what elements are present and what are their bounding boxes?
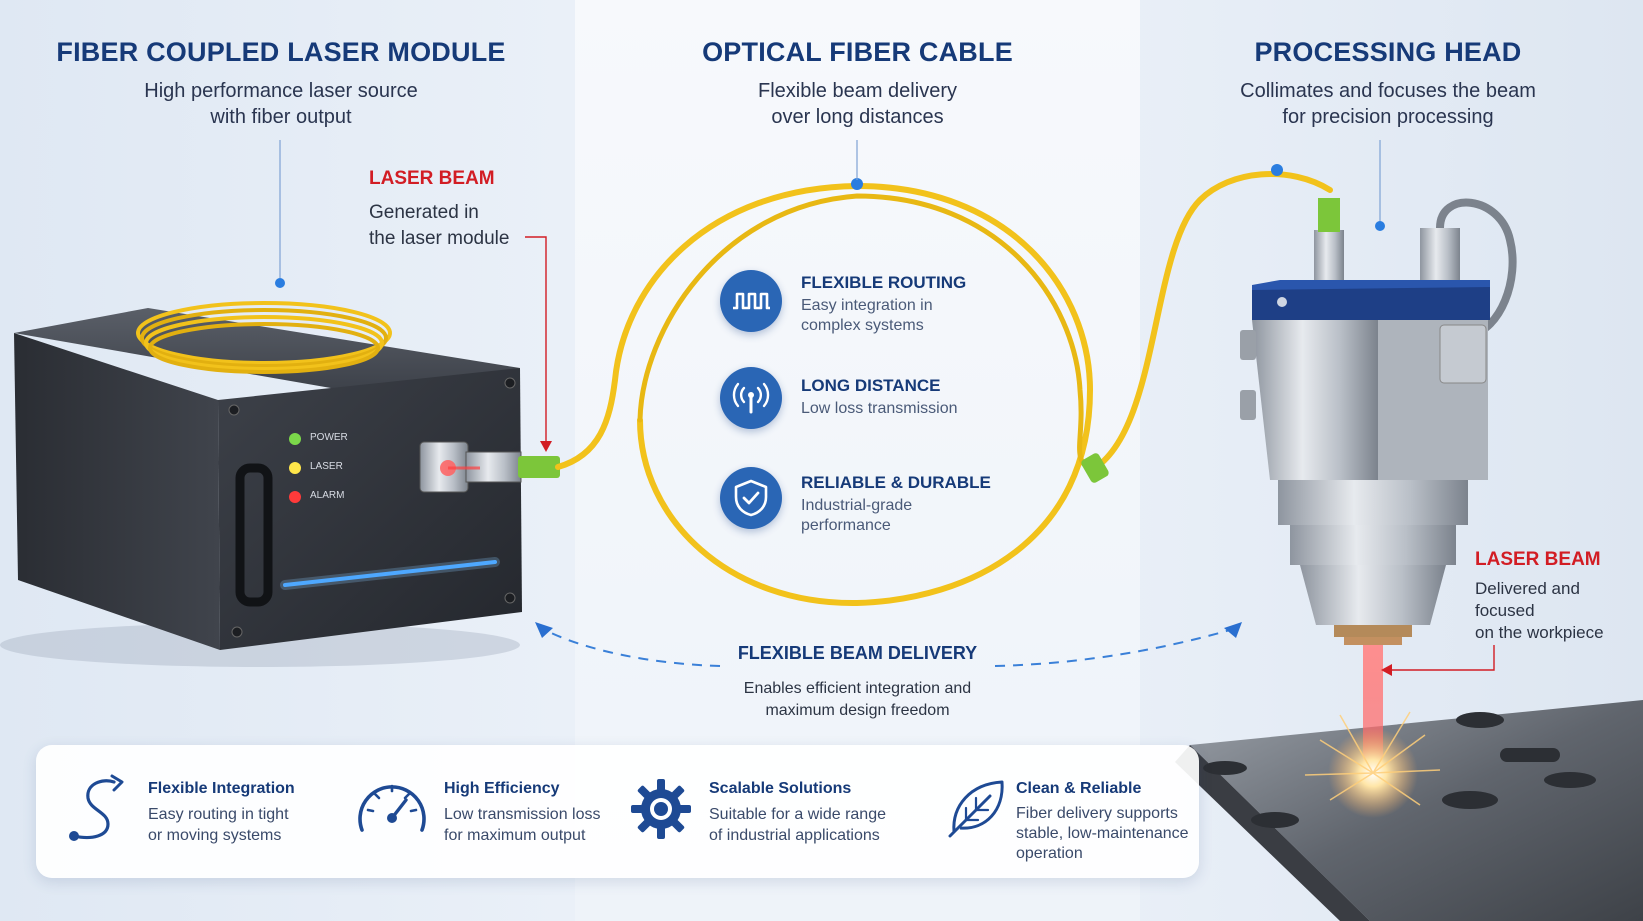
flexible-routing-line1: Easy integration in	[801, 297, 933, 314]
laser-module-title: FIBER COUPLED LASER MODULE	[56, 37, 506, 67]
power-led-label: POWER	[310, 432, 348, 443]
long-distance-title: LONG DISTANCE	[801, 376, 941, 395]
laser-module-subtitle-line2: with fiber output	[210, 106, 352, 128]
workpiece-plate	[1175, 700, 1643, 921]
power-led	[289, 433, 301, 445]
alarm-led-label: ALARM	[310, 490, 345, 501]
laser-beam-delivered-line1: Delivered and focused	[1475, 579, 1580, 620]
laser-beam-generated-line2: the laser module	[369, 228, 510, 249]
alarm-led	[289, 491, 301, 503]
benefit-efficiency-line2: for maximum output	[444, 827, 586, 844]
reliable-durable-badge	[720, 467, 782, 529]
benefit-scalable-title: Scalable Solutions	[709, 780, 852, 797]
processing-head	[1240, 198, 1517, 645]
delivery-arrows	[544, 629, 1231, 667]
fiber-end-marker-dot	[1271, 164, 1283, 176]
fiber-cable-subtitle-line2: over long distances	[771, 106, 944, 128]
benefit-efficiency-line1: Low transmission loss	[444, 806, 601, 823]
benefit-efficiency-title: High Efficiency	[444, 780, 560, 797]
reliable-durable-text: Industrial-grade performance	[801, 496, 912, 536]
processing-head-title: PROCESSING HEAD	[1254, 37, 1522, 67]
benefit-scalable-line2: of industrial applications	[709, 827, 880, 844]
laser-module-subtitle-line1: High performance laser source	[144, 80, 418, 102]
benefit-clean-line1: Fiber delivery supports	[1016, 805, 1178, 822]
benefit-integration-title: Flexible Integration	[148, 780, 295, 797]
laser-led-label: LASER	[310, 461, 343, 472]
laser-beam-generated-line1: Generated in	[369, 202, 479, 223]
processing-head-subtitle-line2: for precision processing	[1282, 106, 1494, 128]
shield-check-icon	[734, 479, 768, 517]
benefit-integration-line1: Easy routing in tight	[148, 806, 289, 823]
laser-beam-delivered-line2: on the workpiece	[1475, 623, 1604, 642]
fiber-marker-dot	[851, 178, 863, 190]
beam-delivery-line1: Enables efficient integration and	[743, 680, 972, 697]
gauge-icon	[358, 784, 426, 832]
laser-beam-delivered-text: Delivered and focused on the workpiece	[1475, 578, 1643, 644]
benefit-clean-title: Clean & Reliable	[1016, 780, 1142, 797]
benefit-integration-line2: or moving systems	[148, 827, 282, 844]
long-distance-line1: Low loss transmission	[801, 400, 958, 417]
benefit-scalable-text: Suitable for a wide range of industrial …	[709, 804, 886, 846]
gear-icon	[631, 779, 691, 839]
benefit-integration-text: Easy routing in tight or moving systems	[148, 804, 289, 846]
beam-delivery-line2: maximum design freedom	[765, 702, 950, 719]
routing-path-icon	[69, 774, 124, 841]
reliable-durable-line2: performance	[801, 517, 891, 534]
laser-module-subtitle: High performance laser source with fiber…	[40, 78, 522, 130]
flexible-routing-title: FLEXIBLE ROUTING	[801, 273, 967, 292]
fiber-cable-title: OPTICAL FIBER CABLE	[702, 37, 1013, 67]
leader-lines	[275, 140, 1495, 676]
processing-head-subtitle: Collimates and focuses the beam for prec…	[1148, 78, 1628, 130]
sparks	[1304, 711, 1441, 806]
benefits-bar	[36, 745, 1199, 878]
leaf-icon	[948, 780, 1004, 838]
reliable-durable-line1: Industrial-grade	[801, 497, 913, 514]
benefit-clean-text: Fiber delivery supports stable, low-main…	[1016, 804, 1189, 864]
reliable-durable-title: RELIABLE & DURABLE	[801, 473, 991, 492]
arrow-left-head	[535, 622, 553, 638]
benefit-clean-line2: stable, low-maintenance	[1016, 825, 1189, 842]
flexible-routing-line2: complex systems	[801, 317, 924, 334]
benefit-efficiency-text: Low transmission loss for maximum output	[444, 804, 601, 846]
fiber-coil	[136, 301, 392, 374]
benefit-scalable-line1: Suitable for a wide range	[709, 806, 886, 823]
beam-delivery-text: Enables efficient integration and maximu…	[680, 678, 1035, 722]
flexible-routing-text: Easy integration in complex systems	[801, 296, 933, 336]
laser-beam-generated-text: Generated in the laser module	[369, 200, 509, 252]
fiber-cable-subtitle-line1: Flexible beam delivery	[758, 80, 957, 102]
arrow-right-head	[1224, 622, 1242, 638]
fiber-cable-subtitle: Flexible beam delivery over long distanc…	[615, 78, 1100, 130]
beam-delivery-title: FLEXIBLE BEAM DELIVERY	[737, 643, 978, 663]
long-distance-text: Low loss transmission	[801, 399, 958, 419]
long-distance-badge	[720, 367, 782, 429]
flexible-routing-badge	[720, 270, 782, 332]
laser-module-box	[0, 308, 560, 667]
laser-beam-delivered-title: LASER BEAM	[1475, 549, 1601, 570]
wave-icon	[733, 292, 770, 310]
signal-icon	[732, 382, 770, 414]
processing-head-subtitle-line1: Collimates and focuses the beam	[1240, 80, 1536, 102]
fiber-cable	[555, 171, 1333, 607]
laser-led	[289, 462, 301, 474]
benefit-clean-line3: operation	[1016, 845, 1083, 862]
laser-beam-generated-title: LASER BEAM	[369, 168, 495, 189]
